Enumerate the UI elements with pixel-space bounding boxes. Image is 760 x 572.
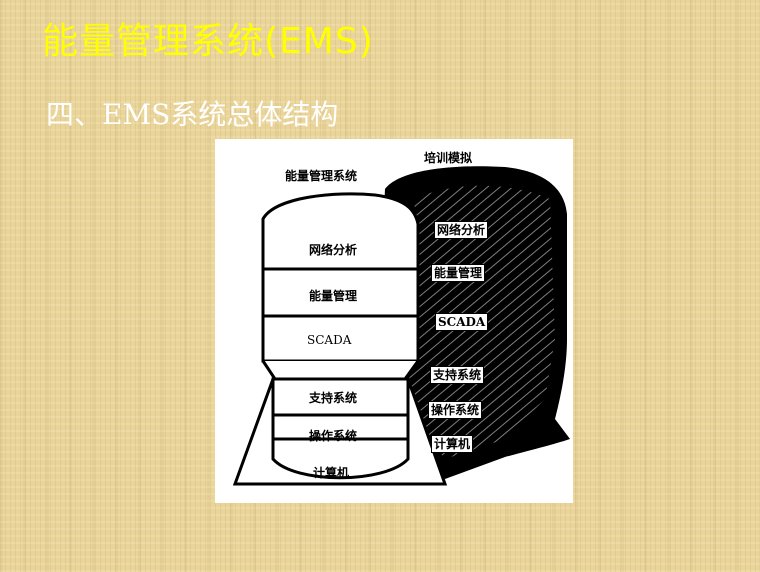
slide-subtitle: 四、EMS系统总体结构 (46, 98, 339, 131)
training-layer-support-system: 支持系统 (430, 366, 485, 384)
training-layer-network-analysis: 网络分析 (434, 221, 489, 239)
training-layer-scada: SCADA (435, 313, 489, 331)
ems-stack-shape (232, 192, 448, 486)
diagram-shapes (232, 166, 570, 486)
ems-layer-support-system: 支持系统 (309, 391, 358, 405)
slide-title: 能量管理系统(EMS) (42, 21, 374, 62)
ems-layer-operating-system: 操作系统 (309, 429, 358, 443)
training-layer-operating-system: 操作系统 (428, 401, 483, 419)
training-heading: 培训模拟 (424, 151, 473, 165)
ems-layer-energy-management: 能量管理 (309, 289, 358, 303)
ems-heading: 能量管理系统 (285, 169, 358, 183)
ems-layer-computer: 计算机 (313, 466, 350, 480)
ems-layer-scada: SCADA (307, 333, 352, 347)
training-layer-energy-management: 能量管理 (431, 264, 486, 282)
training-layer-computer: 计算机 (431, 435, 474, 453)
ems-architecture-diagram: 能量管理系统 培训模拟 网络分析 能量管理 SCADA 支持系统 操作系统 计算… (215, 139, 573, 503)
ems-layer-network-analysis: 网络分析 (309, 243, 358, 257)
